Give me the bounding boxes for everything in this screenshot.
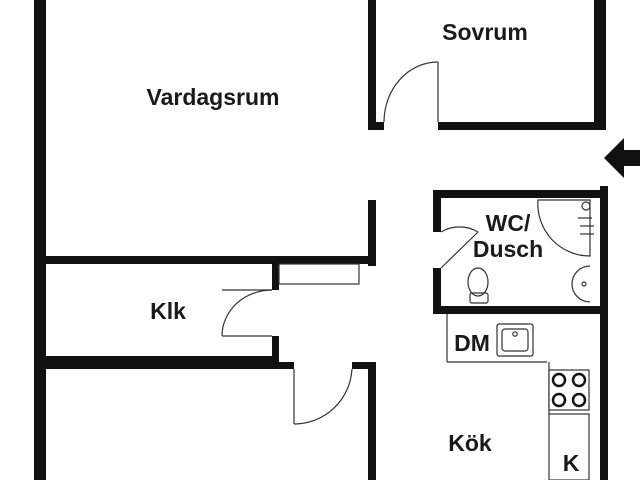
- wall-wc-top: [433, 190, 603, 198]
- door-bottom-room: [293, 368, 353, 425]
- door-wc: [440, 226, 479, 269]
- wall-vardagsrum-sovrum: [368, 0, 376, 130]
- wall-klk-bottom: [46, 356, 279, 364]
- wall-wc-left-lower: [433, 268, 441, 314]
- room-label-k: K: [562, 450, 580, 476]
- toilet-icon: [467, 267, 489, 304]
- wall-bottom-left-room-right: [368, 362, 376, 480]
- door-klk: [221, 289, 273, 337]
- walls: [34, 0, 608, 480]
- doors: [221, 61, 479, 425]
- wall-sovrum-bottom-left: [368, 122, 384, 130]
- door-sovrum: [383, 61, 439, 123]
- wall-outer-right-upper: [594, 0, 606, 130]
- room-label-kok: Kök: [448, 430, 492, 456]
- wall-wc-left-upper: [433, 190, 441, 232]
- room-label-wc-line1: WC/: [485, 210, 531, 236]
- wall-klk-right-lower: [272, 336, 279, 366]
- wall-wc-bottom: [433, 306, 603, 314]
- cabinet-k: [548, 413, 590, 480]
- room-label-wc-dusch: WC/ Dusch: [458, 210, 558, 262]
- wall-outer-right-lower: [600, 186, 608, 480]
- room-label-sovrum: Sovrum: [442, 19, 528, 45]
- wall-outer-left: [34, 0, 46, 480]
- entrance-arrow-icon: [604, 138, 640, 178]
- wall-bottom-left-room-top-right: [352, 362, 376, 369]
- wall-bottom-left-room-top: [46, 362, 294, 369]
- shower-icon: [537, 199, 594, 257]
- wall-klk-right-upper: [272, 256, 279, 290]
- room-label-klk: Klk: [150, 298, 186, 324]
- washbasin-icon: [571, 265, 591, 303]
- stove-icon: [548, 369, 590, 411]
- room-label-dm: DM: [454, 330, 490, 356]
- room-label-vardagsrum: Vardagsrum: [146, 84, 280, 110]
- wall-sovrum-bottom-right: [438, 122, 606, 130]
- kitchen-sink-icon: [496, 323, 534, 357]
- closet-shelf: [278, 263, 360, 285]
- wall-vardagsrum-bottom: [46, 256, 376, 264]
- wall-vardagsrum-right-lower: [368, 200, 376, 266]
- room-label-wc-line2: Dusch: [472, 236, 544, 262]
